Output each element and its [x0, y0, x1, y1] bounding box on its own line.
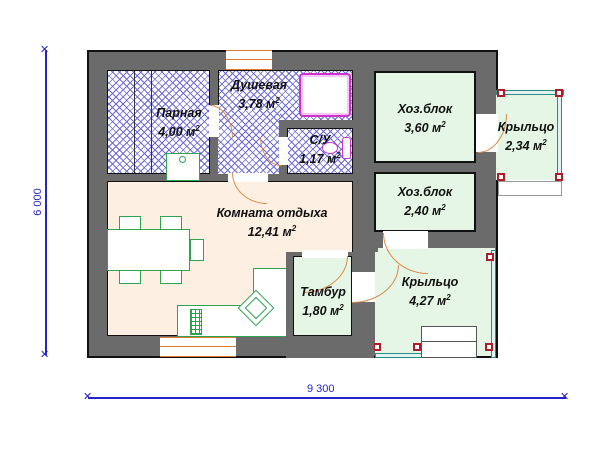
label-su: С/У 1,17 м2 — [299, 133, 341, 167]
porch-1-post — [555, 173, 563, 181]
height-dimension-line — [45, 50, 47, 355]
width-dimension-tick-left: ✕ — [83, 391, 93, 403]
dining-table — [107, 229, 190, 271]
porch-2-step-line — [421, 341, 477, 342]
porch-2-post — [373, 343, 381, 351]
bench-line — [134, 71, 135, 173]
window-bottom — [160, 337, 236, 357]
label-hozblok-1: Хоз.блок 3,60 м2 — [397, 102, 453, 136]
label-tambur: Тамбур 1,80 м2 — [300, 285, 346, 319]
height-dimension-label: 6 000 — [32, 188, 44, 216]
porch-1-floor — [496, 92, 562, 180]
width-dimension-label: 9 300 — [307, 383, 335, 395]
door-gap-tambur-top — [302, 250, 348, 258]
porch-2-post — [486, 253, 494, 261]
chair — [190, 239, 204, 261]
porch-1-rail-top — [496, 90, 564, 95]
label-komnata-otdykha: Комната отдыха 12,41 м2 — [216, 206, 328, 240]
porch-1-post — [497, 173, 505, 181]
porch-1-step — [498, 181, 562, 196]
toilet-tank — [342, 137, 351, 159]
window-top — [226, 50, 272, 70]
porch-2-step — [421, 326, 477, 358]
porch-1-post — [555, 89, 563, 97]
porch-2-rail-right — [491, 250, 496, 358]
label-kryltso-2: Крыльцо 4,27 м2 — [401, 275, 459, 309]
tambur-notch — [353, 232, 378, 252]
width-dimension-line — [88, 397, 566, 399]
bench-line — [151, 71, 152, 173]
room-hozblok-1 — [374, 71, 476, 163]
height-dimension-tick-top: ✕ — [40, 44, 50, 56]
porch-2-post — [485, 343, 493, 351]
label-kryltso-1: Крыльцо 2,34 м2 — [497, 120, 555, 154]
width-dimension-tick-right: ✕ — [560, 391, 570, 403]
room-hozblok-2 — [374, 172, 476, 232]
porch-2-post — [413, 343, 421, 351]
chair — [160, 270, 182, 284]
label-hozblok-2: Хоз.блок 2,40 м2 — [397, 185, 453, 219]
shower-tray — [299, 73, 351, 117]
porch-2-rail-bottom — [375, 353, 425, 358]
toilet-icon — [322, 142, 338, 154]
height-dimension-tick-bottom: ✕ — [40, 349, 50, 361]
label-dushevaya: Душевая 3,78 м2 — [230, 78, 288, 112]
chair — [160, 216, 182, 230]
label-parnaya: Парная 4,00 м2 — [156, 106, 202, 140]
chair — [119, 216, 141, 230]
stove-circle — [179, 156, 186, 163]
door-gap-su — [279, 137, 288, 165]
porch-1-post — [497, 89, 505, 97]
wall-su — [279, 120, 353, 128]
cooktop-icon — [190, 309, 202, 335]
chair — [119, 270, 141, 284]
